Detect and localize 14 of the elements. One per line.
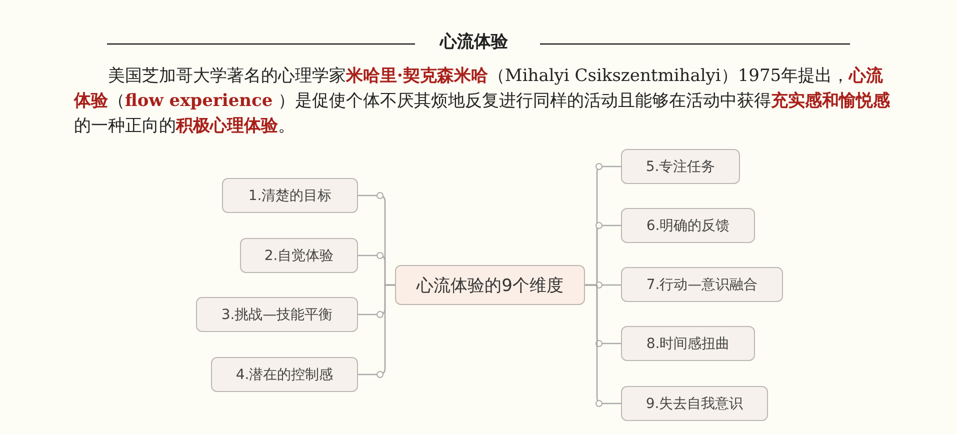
topic-box: 4.潜在的控制感	[211, 357, 358, 392]
central-topic-box: 心流体验的9个维度	[395, 265, 585, 305]
topic-box: 1.清楚的目标	[222, 178, 358, 213]
topic-box: 2.自觉体验	[240, 238, 358, 273]
topic-box: 3.挑战—技能平衡	[196, 297, 358, 332]
topic-box: 5.专注任务	[621, 149, 740, 184]
topic-box: 7.行动—意识融合	[621, 267, 783, 302]
topic-box: 9.失去自我意识	[621, 386, 768, 421]
paragraph: 美国芝加哥大学著名的心理学家米哈里·契克森米哈（Mihalyi Csikszentmihalyi）1975年提出，心流体验（flow experience ）是促使个体不厌其烦地反复进行同样的活动且能够在活动中获得充实感和愉悦感的一种正向的积极心理体验。	[74, 65, 892, 138]
topic-box: 8.时间感扭曲	[621, 326, 755, 361]
connector	[585, 284, 621, 407]
connector	[358, 284, 395, 378]
title: 心流体验	[440, 31, 508, 54]
topic-box: 6.明确的反馈	[621, 208, 755, 243]
